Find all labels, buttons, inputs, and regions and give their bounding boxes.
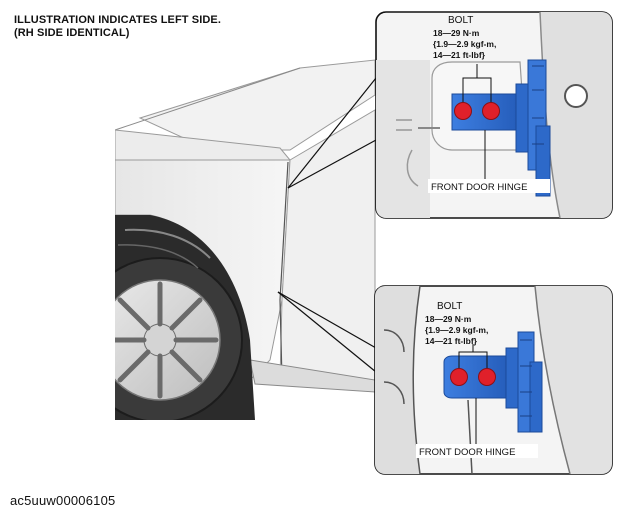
callout-top: BOLT 18—29 N·m {1.9—2.9 kgf-m, 14—21 ft-…: [375, 11, 613, 219]
bolt-label: BOLT: [437, 301, 462, 312]
bolt-marker: [478, 368, 496, 386]
car-body-illustration: [0, 59, 385, 450]
leader-lines: [277, 77, 377, 373]
torque-line: {1.9—2.9 kgf-m,: [433, 39, 496, 49]
torque-line: {1.9—2.9 kgf-m,: [425, 325, 488, 335]
front-door-hinge-label: FRONT DOOR HINGE: [419, 447, 515, 458]
front-door-hinge-label: FRONT DOOR HINGE: [431, 182, 527, 193]
torque-line: 18—29 N·m: [425, 314, 472, 324]
bolt-marker: [450, 368, 468, 386]
bolt-marker: [482, 102, 500, 120]
torque-line: 14—21 ft-lbf}: [433, 50, 486, 60]
torque-line: 14—21 ft-lbf}: [425, 336, 478, 346]
torque-line: 18—29 N·m: [433, 28, 480, 38]
illustration-caption: ILLUSTRATION INDICATES LEFT SIDE. (RH SI…: [14, 14, 221, 39]
bolt-label: BOLT: [448, 15, 473, 26]
figure-id: ac5uuw00006105: [10, 493, 116, 508]
bolt-marker: [454, 102, 472, 120]
callout-bottom: BOLT 18—29 N·m {1.9—2.9 kgf-m, 14—21 ft-…: [374, 285, 613, 475]
